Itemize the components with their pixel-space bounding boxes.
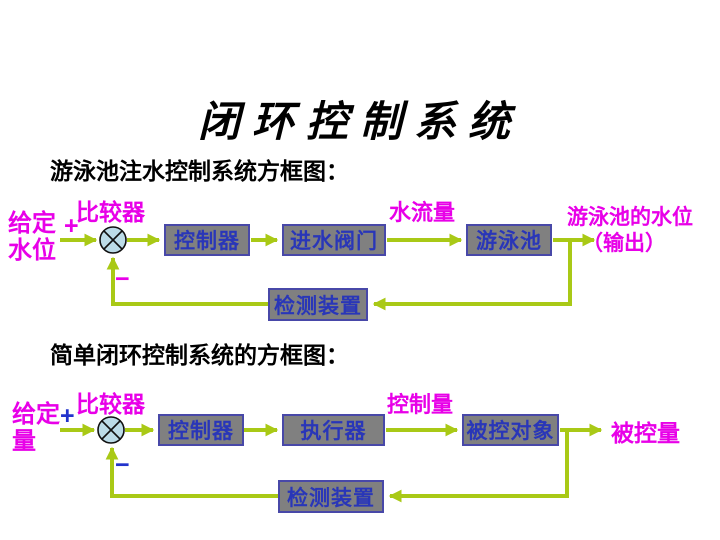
d2-minus-sign: − [115,451,130,479]
page-title: 闭环控制系统 [197,97,522,146]
d1-detector-box: 检测装置 [268,288,368,321]
d1-input-label-line1: 给定 [8,210,56,237]
d1-flow-label: 水流量 [389,200,456,225]
d2-input-label: 给定 量 [12,401,60,455]
d2-detector-box: 检测装置 [278,480,384,513]
d1-input-label-line2: 水位 [8,237,56,264]
d1-feedback-line-left [106,256,270,306]
d2-input-label-line1: 给定 [12,401,60,428]
d1-pool-box: 游泳池 [466,224,552,256]
d2-feedback-line-right [388,430,569,503]
d1-minus-sign: − [115,265,130,293]
d1-comparator-label: 比较器 [76,199,145,225]
d1-feedback-line-right [372,240,572,311]
d2-input-label-line2: 量 [12,428,36,455]
d2-comparator-label: 比较器 [76,391,145,417]
d2-plus-sign: + [60,402,75,430]
d2-heading: 简单闭环控制系统的方框图： [50,342,349,368]
d2-feedback-line-left [105,446,280,498]
d2-comparator-cross-2 [101,420,121,440]
d1-input-label: 给定 水位 [8,210,56,264]
d2-control-label: 控制量 [387,392,454,417]
d1-plus-sign: + [64,212,79,240]
d2-plant-box: 被控对象 [462,414,559,446]
d2-output-label: 被控量 [611,420,680,446]
d1-heading: 游泳池注水控制系统方框图： [50,158,349,184]
d1-output-label-line1: 游泳池的水位 [567,206,693,229]
d1-output-label-line2: （输出） [582,232,666,255]
d1-controller-box: 控制器 [164,224,250,256]
d2-controller-box: 控制器 [158,414,244,446]
d1-valve-box: 进水阀门 [282,224,386,256]
d1-comparator-cross-2 [103,230,123,250]
d2-actuator-box: 执行器 [282,414,385,446]
